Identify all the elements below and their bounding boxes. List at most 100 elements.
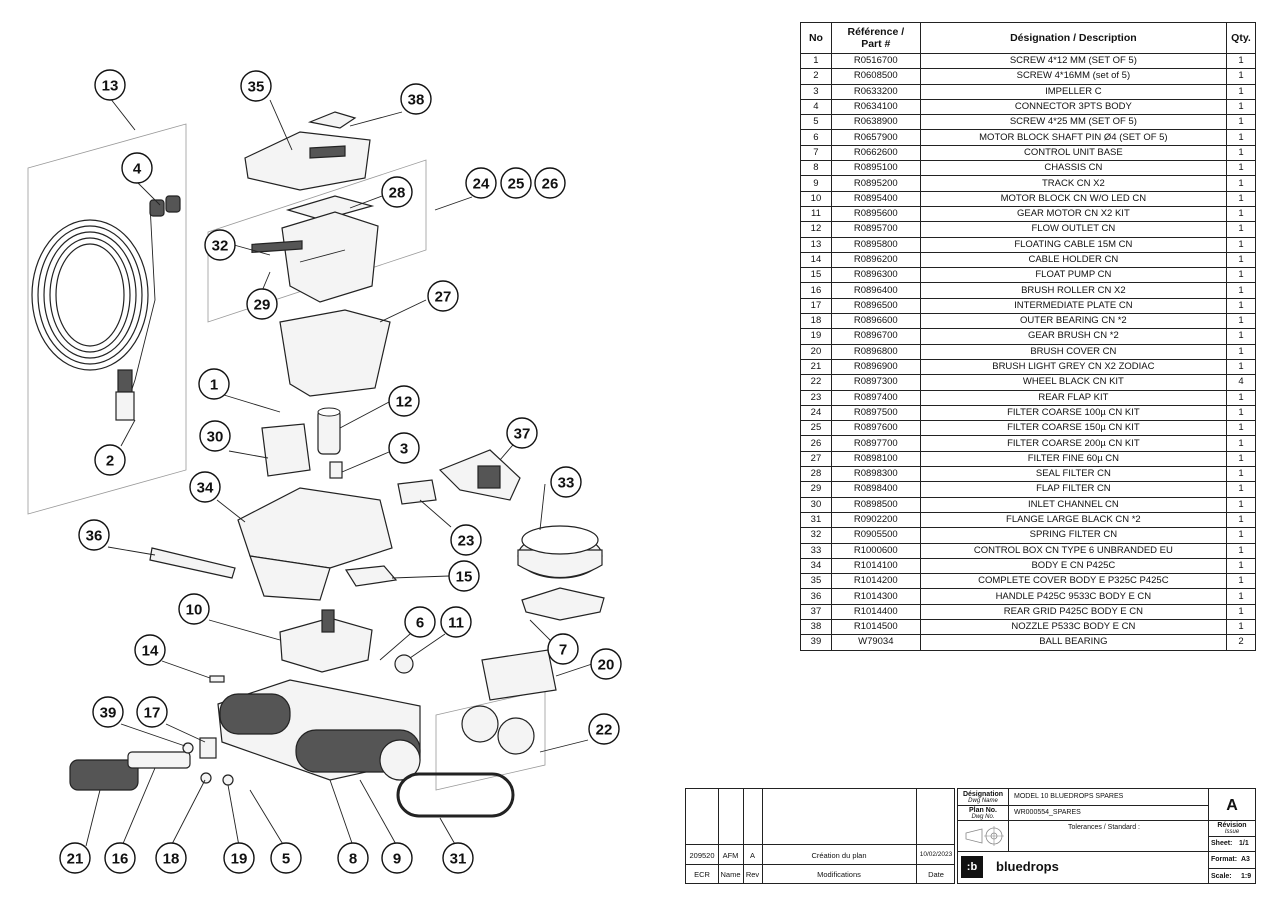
brush-roller-part: [127, 751, 191, 769]
row-description: FLOW OUTLET CN: [919, 221, 1228, 238]
row-qty: 1: [1226, 190, 1256, 207]
callout-circle: [189, 471, 221, 503]
tolerances-label: Tolerances / Standard :: [1068, 824, 1140, 831]
small-parts: [182, 737, 234, 786]
callout-bubble-9: 9: [381, 842, 413, 874]
callout-bubble-37: 37: [506, 417, 538, 449]
row-qty: 1: [1226, 160, 1256, 177]
row-description: SCREW 4*12 MM (SET OF 5): [919, 52, 1228, 70]
callout-number: 31: [450, 851, 467, 868]
row-qty: 1: [1226, 511, 1256, 529]
row-qty: 1: [1226, 603, 1256, 620]
callout-number: 25: [508, 176, 525, 193]
row-reference: R0634100: [830, 98, 921, 116]
row-reference: R1014100: [830, 557, 921, 575]
row-description: FILTER COARSE 200µ CN KIT: [919, 435, 1228, 452]
callout-circle: [178, 593, 210, 625]
row-qty: 1: [1226, 236, 1256, 253]
row-reference: R0896800: [830, 343, 921, 360]
callout-bubble-1: 1: [198, 368, 230, 400]
callout-circle: [78, 519, 110, 551]
callout-bubble-2: 2: [94, 444, 126, 476]
row-description: FLANGE LARGE BLACK CN *2: [919, 511, 1228, 529]
col-ecr: ECR: [694, 870, 710, 879]
designation-label-fr: Désignation: [962, 791, 1004, 798]
callout-bubble-28: 28: [381, 176, 413, 208]
callout-bubble-27: 27: [427, 280, 459, 312]
row-qty: 1: [1226, 114, 1256, 131]
wheel-part: [379, 705, 535, 781]
callout-circle: [465, 167, 497, 199]
callout-bubble-17: 17: [136, 696, 168, 728]
row-description: HANDLE P425C 9533C BODY E CN: [919, 588, 1228, 605]
row-reference: R0895800: [830, 236, 921, 253]
callout-bubble-36: 36: [78, 519, 110, 551]
parts-table-header: No Référence /Part # Désignation / Descr…: [800, 22, 1256, 54]
callout-number: 8: [349, 851, 357, 868]
callout-bubble-34: 34: [189, 471, 221, 503]
row-reference: R1014400: [830, 603, 921, 620]
row-description: SCREW 4*25 MM (SET OF 5): [919, 114, 1228, 131]
callout-circle: [547, 633, 579, 665]
callout-circle: [198, 368, 230, 400]
row-no: 2: [800, 68, 832, 85]
callout-circle: [240, 70, 272, 102]
callout-circle: [448, 560, 480, 592]
row-reference: R0897700: [830, 435, 921, 452]
callout-bubble-26: 26: [534, 167, 566, 199]
callout-bubble-22: 22: [588, 713, 620, 745]
seal-filter-part: [285, 195, 375, 221]
row-no: 31: [800, 511, 832, 529]
plan-no-value: WR000554_SPARES: [1014, 809, 1081, 816]
row-qty: 1: [1226, 358, 1256, 376]
callout-bubble-24: 24: [465, 167, 497, 199]
format-label: Format:: [1211, 856, 1238, 863]
row-description: INLET CHANNEL CN: [919, 496, 1228, 513]
row-description: FLOAT PUMP CN: [919, 267, 1228, 284]
plan-no-label-en: Dwg No.: [971, 814, 995, 820]
row-qty: 1: [1226, 542, 1256, 559]
flow-outlet-part: [317, 407, 341, 455]
callout-number: 36: [86, 528, 103, 545]
brand-logo-mark: :b: [961, 856, 983, 878]
row-description: SPRING FILTER CN: [919, 527, 1228, 544]
sheet-label: Sheet:: [1211, 840, 1233, 847]
row-description: CABLE HOLDER CN: [919, 251, 1228, 269]
callout-circle: [440, 606, 472, 638]
callout-circle: [550, 466, 582, 498]
callout-number: 35: [248, 79, 265, 96]
callout-circle: [506, 417, 538, 449]
callout-bubble-6: 6: [404, 606, 436, 638]
callout-circle: [246, 288, 278, 320]
callout-number: 23: [458, 533, 475, 550]
callout-circle: [104, 842, 136, 874]
row-qty: 1: [1226, 527, 1256, 544]
callout-circle: [59, 842, 91, 874]
row-reference: R0897400: [830, 389, 921, 406]
row-no: 32: [800, 527, 832, 544]
filter-coarse-part: [281, 211, 379, 303]
row-description: BODY E CN P425C: [919, 557, 1228, 575]
row-no: 15: [800, 267, 832, 284]
row-reference: R0633200: [830, 83, 921, 100]
header-reference: Référence /Part #: [830, 22, 921, 54]
row-reference: R0657900: [830, 129, 921, 146]
callout-number: 11: [448, 615, 464, 632]
row-qty: 1: [1226, 52, 1256, 70]
callout-number: 29: [254, 297, 271, 314]
plan-no-label: Plan No.Dwg No.: [958, 807, 1008, 821]
row-description: FLAP FILTER CN: [919, 481, 1228, 498]
row-reference: R0902200: [830, 511, 921, 529]
callout-bubble-16: 16: [104, 842, 136, 874]
row-qty: 1: [1226, 618, 1256, 636]
row-no: 12: [800, 221, 832, 238]
callout-number: 39: [100, 705, 117, 722]
row-no: 8: [800, 160, 832, 177]
